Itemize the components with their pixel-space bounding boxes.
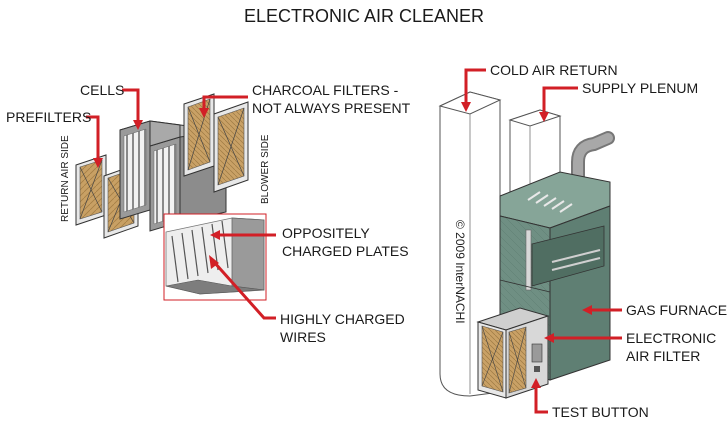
cold-air-return-label: COLD AIR RETURN <box>490 62 618 78</box>
arrow-wires <box>209 255 276 320</box>
prefilter-back <box>75 154 107 226</box>
charcoal-label-line1: CHARCOAL FILTERS - <box>252 82 399 98</box>
wires-label-line2: WIRES <box>280 329 326 345</box>
plates-label-line2: CHARGED PLATES <box>282 243 409 259</box>
charcoal-filter-back <box>183 93 215 177</box>
charcoal-label-line2: NOT ALWAYS PRESENT <box>252 100 411 116</box>
gas-furnace-label: GAS FURNACE <box>626 302 727 318</box>
cells-label: CELLS <box>80 82 124 98</box>
electronic-air-filter-cabinet <box>476 307 550 399</box>
diagram-title: ELECTRONIC AIR CLEANER <box>244 6 484 26</box>
arrow-cold-air-return <box>461 68 486 112</box>
arrow-gas-furnace <box>582 305 622 315</box>
arrow-supply-plenum <box>539 86 578 122</box>
prefilters-label: PREFILTERS <box>6 109 91 125</box>
arrow-electronic-air-filter <box>544 333 622 343</box>
electronic-air-filter-label-line2: AIR FILTER <box>626 348 700 364</box>
arrow-cells <box>122 88 143 130</box>
arrow-charcoal <box>199 95 248 118</box>
arrow-test-button <box>531 378 548 414</box>
plates-label-line1: OPPOSITELY <box>282 225 370 241</box>
arrow-plates <box>210 230 276 240</box>
electronic-air-filter-label-line1: ELECTRONIC <box>626 330 716 346</box>
flue-pipe <box>571 131 615 183</box>
wires-label-line1: HIGHLY CHARGED <box>280 311 405 327</box>
arrow-prefilters <box>86 115 103 168</box>
supply-plenum-label: SUPPLY PLENUM <box>582 80 698 96</box>
plates-detail <box>163 213 267 301</box>
cells-block <box>119 120 227 232</box>
copyright-text: © 2009 InterNACHI <box>453 220 467 324</box>
return-air-side-label: RETURN AIR SIDE <box>60 135 71 222</box>
test-button-label: TEST BUTTON <box>552 404 649 420</box>
blower-side-label: BLOWER SIDE <box>260 134 271 204</box>
charcoal-filter-front <box>213 101 249 193</box>
